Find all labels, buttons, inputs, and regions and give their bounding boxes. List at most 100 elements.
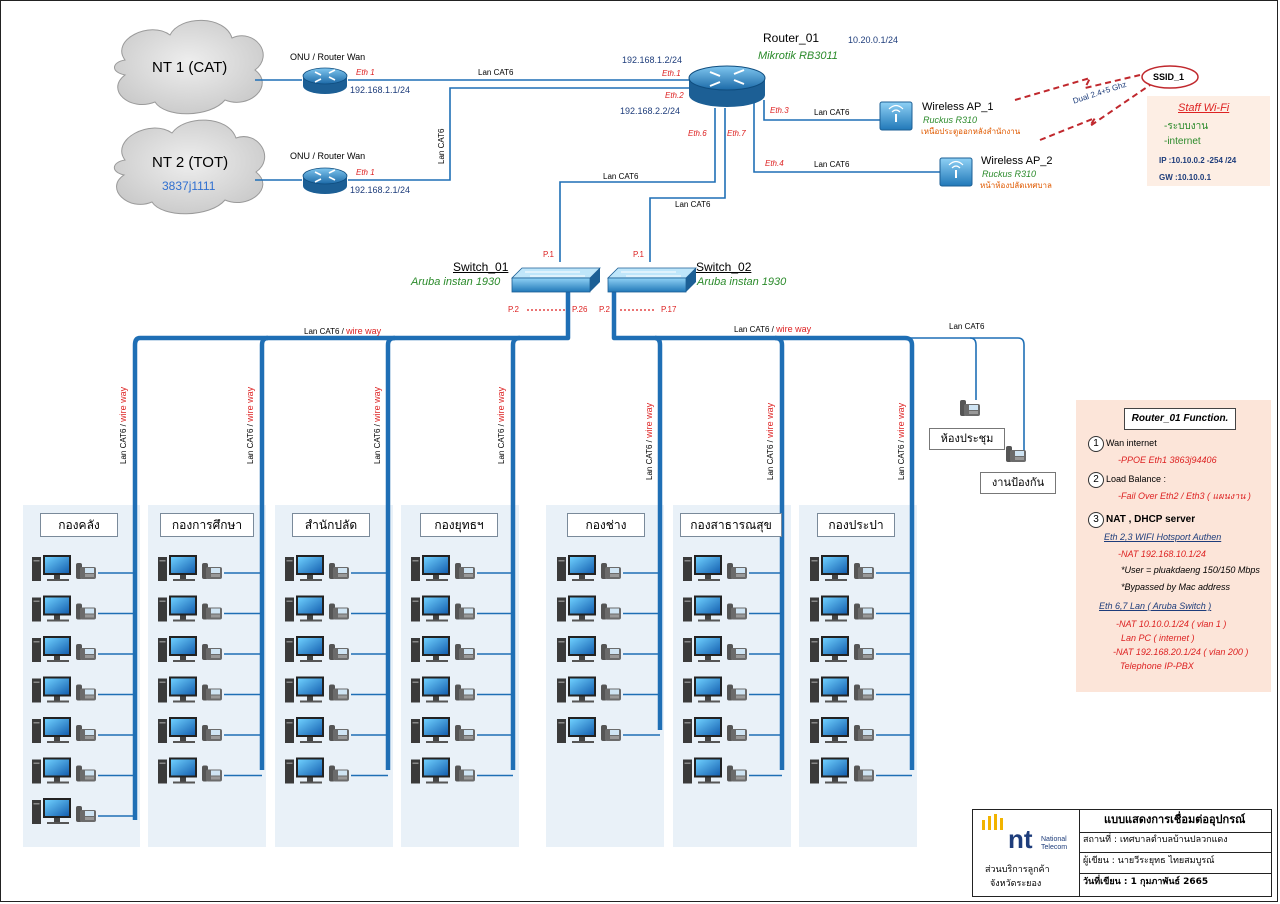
router-eth4: Eth.4 (765, 159, 784, 168)
router-function-title: Router_01 Function. (1124, 408, 1236, 430)
staff-wifi-gw: GW :10.10.0.1 (1159, 173, 1212, 182)
cloud-nt2-sub: 3837j1111 (162, 179, 216, 193)
fire-dept-label: งานป้องกัน (980, 472, 1056, 494)
fn-pppoe: -PPOE Eth1 3863j94406 (1118, 455, 1217, 465)
wan2-cable-label: Lan CAT6 (437, 128, 446, 164)
dept-label-6: กองสาธารณสุข (680, 513, 782, 537)
phone-trunk-label: Lan CAT6 (949, 322, 985, 331)
sw2-model: Aruba instan 1930 (697, 276, 787, 288)
dept-label-1: กองคลัง (40, 513, 118, 537)
sw1-uplink-label: Lan CAT6 (603, 172, 639, 181)
drop-label-7: Lan CAT6 / wire way (896, 402, 906, 480)
fn-nat1: -NAT 192.168.10.1/24 (1118, 549, 1206, 559)
fn-lb: Load Balance : (1106, 474, 1167, 484)
drop-label-2: Lan CAT6 / wire way (245, 386, 255, 464)
sw1-p1: P.1 (543, 250, 554, 259)
staff-wifi-title: Staff Wi-Fi (1178, 102, 1230, 114)
router-eth1: Eth.1 (662, 69, 681, 78)
doc-author: ผู้เขียน : นายวีระยุทธ ไทยสมบูรณ์ (1083, 856, 1215, 866)
ap1-cable-label: Lan CAT6 (814, 108, 850, 117)
logo-sub1: National (1041, 836, 1067, 843)
ap1-icon (879, 101, 913, 131)
fn-lan-hdr: Eth 6,7 Lan ( Aruba Switch ) (1099, 601, 1212, 611)
fn-failover: -Fail Over Eth2 / Eth3 ( แผนงาน ) (1118, 491, 1251, 501)
dept-label-5: กองช่าง (567, 513, 645, 537)
logo-sub2: Telecom (1041, 844, 1068, 851)
doc-place: สถานที่ : เทศบาลตำบลบ้านปลวกแดง (1083, 835, 1228, 845)
phone-cables (905, 337, 1025, 455)
dept-label-4: กองยุทธฯ (420, 513, 498, 537)
doc-date: วันที่เขียน : 1 กุมภาพันธ์ 2665 (1083, 877, 1209, 887)
meeting-room-phone-icon (960, 400, 980, 416)
step-1-badge: 1 (1088, 436, 1104, 452)
dept-panel-3 (275, 505, 393, 847)
fire-dept-phone-icon (1006, 446, 1026, 462)
wan1-cable-label: Lan CAT6 (478, 68, 514, 77)
ap2-location: หน้าห้องปลัดเทศบาล (980, 181, 1052, 190)
dept-panel-2 (148, 505, 266, 847)
router-eth3: Eth.3 (770, 106, 789, 115)
fn-wan: Wan internet (1106, 438, 1157, 448)
onu1-eth: Eth 1 (356, 68, 375, 77)
fn-nat3: -NAT 192.168.20.1/24 ( vlan 200 ) (1113, 647, 1249, 657)
onu2-title: ONU / Router Wan (290, 151, 366, 161)
wan-links (255, 79, 940, 262)
dept-label-7: กองประปา (817, 513, 895, 537)
fn-lanpc: Lan PC ( internet ) (1121, 633, 1195, 643)
onu2-ip: 192.168.2.1/24 (350, 185, 411, 195)
staff-wifi-box (1147, 96, 1270, 186)
staff-wifi-item-2: -internet (1164, 136, 1201, 147)
dept-panel-6 (673, 505, 791, 847)
fn-nat: NAT , DHCP server (1106, 514, 1196, 525)
sw1-name: Switch_01 (453, 260, 509, 274)
router-ip-top: 10.20.0.1/24 (848, 35, 899, 45)
ap2-name: Wireless AP_2 (981, 155, 1053, 167)
dept-panel-5 (546, 505, 664, 847)
step-2-badge: 2 (1088, 472, 1104, 488)
cloud-nt1 (114, 19, 264, 115)
sw2-p1: P.1 (633, 250, 644, 259)
drop-label-5: Lan CAT6 / wire way (644, 402, 654, 480)
sw1-model: Aruba instan 1930 (411, 276, 501, 288)
drop-label-4: Lan CAT6 / wire way (496, 386, 506, 464)
router-name: Router_01 (763, 31, 820, 45)
ap2-model: Ruckus R310 (982, 169, 1037, 179)
onu1-title: ONU / Router Wan (290, 52, 366, 62)
staff-wifi-ip: IP :10.10.0.2 -254 /24 (1159, 156, 1237, 165)
trunk-right-label: Lan CAT6 / wire way (734, 324, 812, 334)
staff-wifi-item-1: -ระบบงาน (1164, 121, 1209, 132)
nt-logo-icon (982, 814, 1003, 830)
router-eth2: Eth.2 (665, 91, 684, 100)
step-3-badge: 3 (1088, 512, 1104, 528)
fn-bypass: *Bypassed by Mac address (1121, 582, 1231, 592)
ap2-icon (939, 157, 973, 187)
sw1-p2: P.2 (508, 305, 519, 314)
ssid-label: SSID_1 (1153, 72, 1185, 82)
title-block (972, 809, 1272, 897)
dept-panel-4 (401, 505, 519, 847)
org-line-2: จังหวัดระยอง (990, 879, 1042, 889)
ap2-cable-label: Lan CAT6 (814, 160, 850, 169)
drop-label-1: Lan CAT6 / wire way (118, 386, 128, 464)
onu2-router-icon (302, 167, 348, 195)
switch2-icon (607, 267, 697, 293)
wifi-links (1014, 74, 1151, 141)
onu1-ip: 192.168.1.1/24 (350, 85, 411, 95)
sw2-p2: P.2 (599, 305, 610, 314)
drop-label-6: Lan CAT6 / wire way (765, 402, 775, 480)
dept-panel-7 (799, 505, 917, 847)
org-line-1: ส่วนบริการลูกค้า (985, 865, 1050, 875)
fn-nat2: -NAT 10.10.0.1/24 ( vlan 1 ) (1116, 619, 1227, 629)
cloud-nt1-label: NT 1 (CAT) (152, 59, 228, 76)
fn-wifi-hdr: Eth 2,3 WIFI Hotsport Authen (1104, 532, 1222, 542)
ap1-name: Wireless AP_1 (922, 101, 994, 113)
dept-panel-1 (23, 505, 140, 847)
drop-label-3: Lan CAT6 / wire way (372, 386, 382, 464)
onu1-router-icon (302, 67, 348, 95)
ap1-location: เหนือประตูออกหลังสำนักงาน (921, 127, 1021, 136)
meeting-room-label: ห้องประชุม (929, 428, 1005, 450)
sw2-name: Switch_02 (696, 260, 752, 274)
ap1-model: Ruckus R310 (923, 115, 978, 125)
